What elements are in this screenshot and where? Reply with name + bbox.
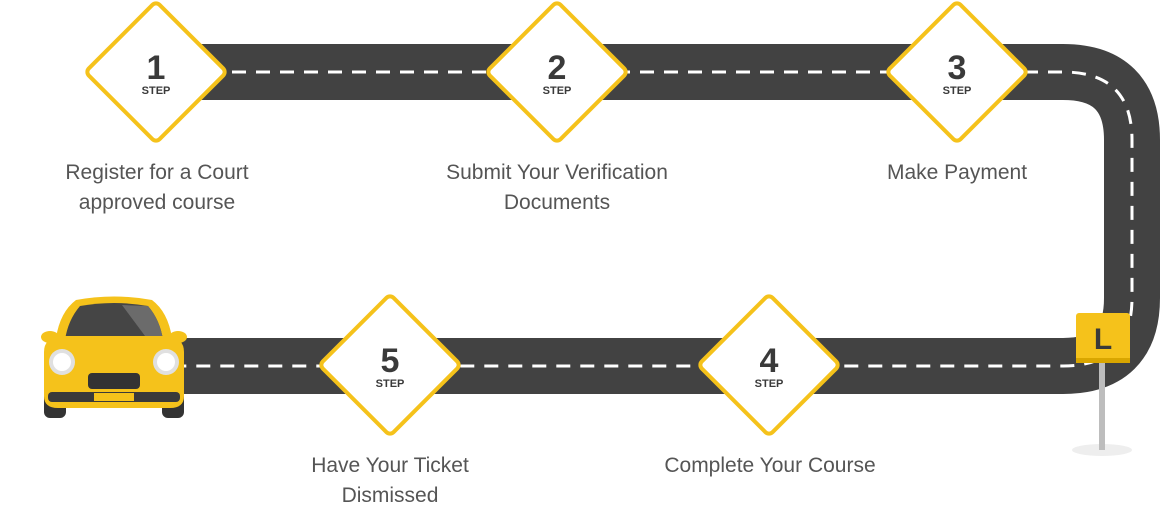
step-5-number: 5 [381, 342, 400, 380]
step-2-caption-line: Documents [503, 191, 611, 214]
step-3-diamond: 3 STEP [886, 1, 1028, 143]
step-1-number: 1 [147, 49, 166, 87]
step-2-number: 2 [548, 49, 567, 87]
learner-sign-letter: L [1094, 323, 1112, 356]
step-5-caption-line: Dismissed [341, 484, 439, 507]
step-3-caption-line: Make Payment [886, 161, 1028, 184]
step-1-caption: Register for a Court approved course [27, 158, 287, 218]
step-1-caption-line: approved course [78, 191, 236, 214]
step-3-number: 3 [948, 49, 967, 87]
step-4-caption-line: Complete Your Course [664, 454, 876, 477]
step-5-label: STEP [376, 378, 405, 390]
step-2-caption-line: Submit Your Verification [446, 161, 668, 184]
step-5-caption: Have Your Ticket Dismissed [260, 451, 520, 511]
step-3-label: STEP [943, 85, 972, 97]
step-4-diamond: 4 STEP [698, 294, 840, 436]
step-1-caption-line: Register for a Court [65, 161, 249, 184]
step-1-diamond: 1 STEP [85, 1, 227, 143]
step-5-caption-line: Have Your Ticket [311, 454, 469, 477]
step-2-label: STEP [543, 85, 572, 97]
step-4-caption: Complete Your Course [640, 451, 900, 481]
step-5-diamond: 5 STEP [319, 294, 461, 436]
car-icon [41, 296, 187, 418]
step-1-label: STEP [142, 85, 171, 97]
step-2-diamond: 2 STEP [486, 1, 628, 143]
step-2-caption: Submit Your Verification Documents [427, 158, 687, 218]
learner-sign-icon: L [1072, 313, 1132, 456]
step-4-label: STEP [755, 378, 784, 390]
step-3-caption: Make Payment [827, 158, 1087, 188]
step-4-number: 4 [760, 342, 779, 380]
